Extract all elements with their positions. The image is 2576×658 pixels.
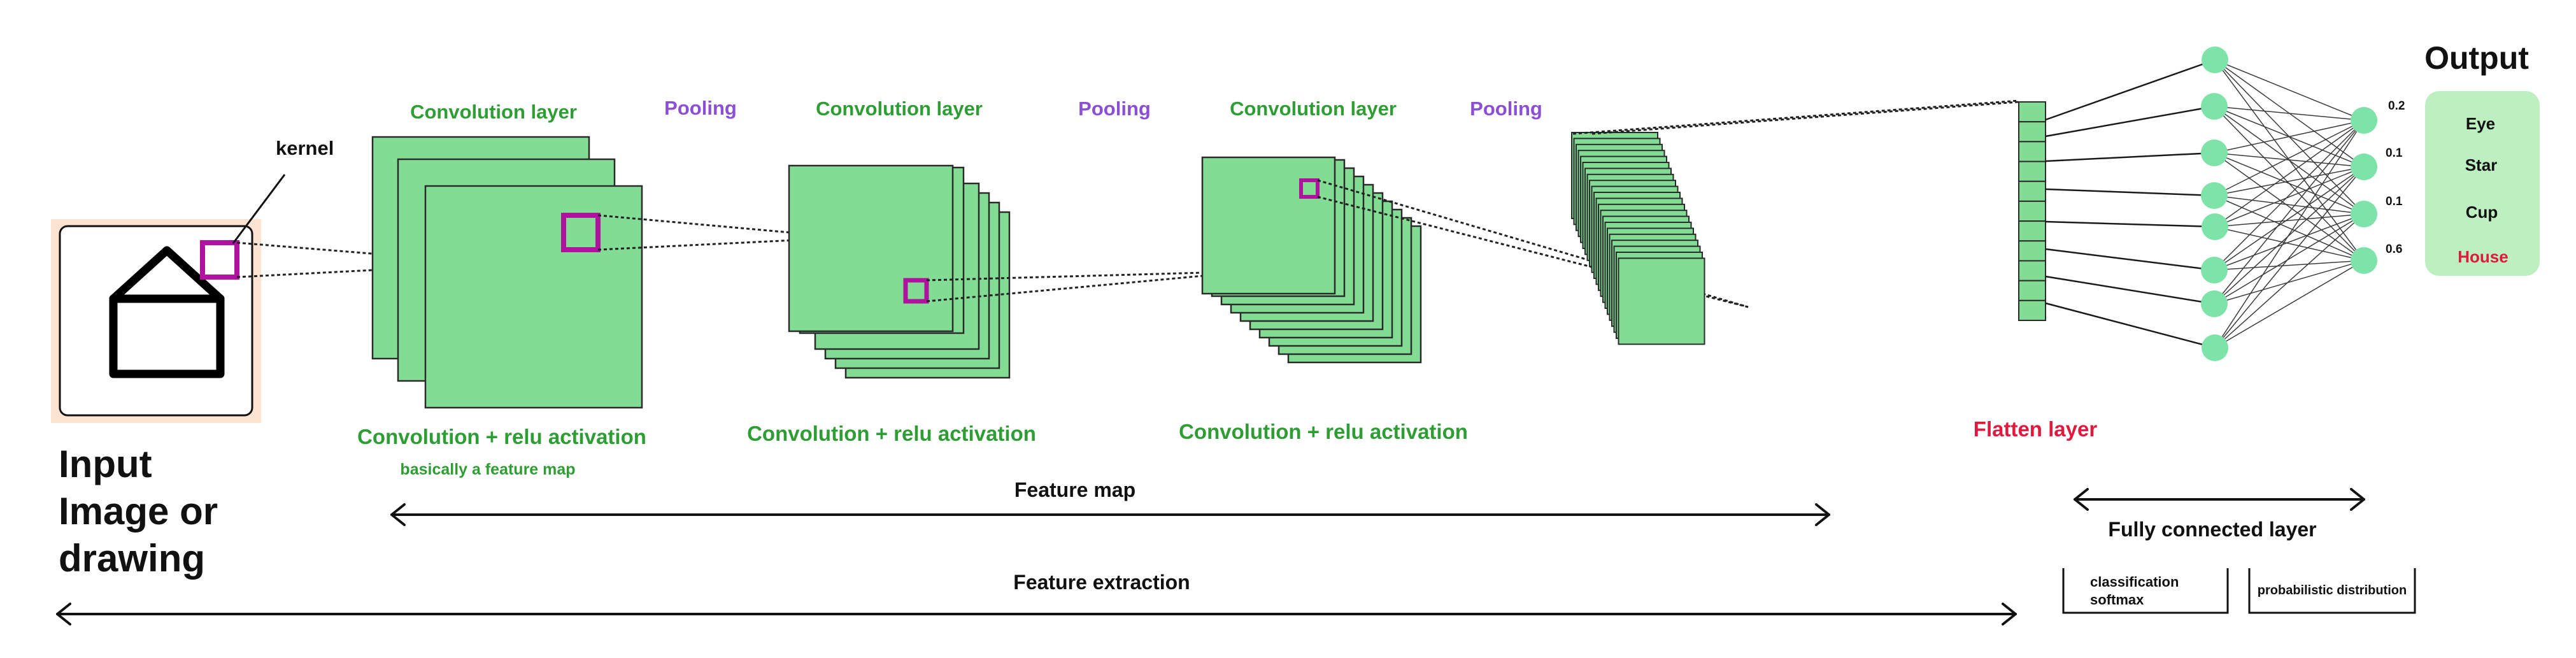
- fully-connected-label: Fully connected layer: [2108, 518, 2316, 541]
- conv1-note: basically a feature map: [400, 461, 575, 478]
- feature-extraction-label: Feature extraction: [1013, 571, 1190, 594]
- pooled-feature-map: [1618, 257, 1705, 345]
- flatten-cell: [2018, 240, 2046, 262]
- pooling-1: Pooling: [664, 97, 737, 119]
- output-neuron: [2351, 201, 2377, 227]
- input-kernel-box: [200, 240, 239, 280]
- fc-nodes: [2201, 46, 2377, 361]
- probabilistic-bracket: [2248, 568, 2416, 614]
- hidden-neuron: [2201, 93, 2228, 120]
- conv2-activation: Convolution + relu activation: [747, 422, 1036, 445]
- output-neuron: [2351, 107, 2377, 134]
- probability-0: 0.2: [2388, 99, 2405, 113]
- house-drawing: [109, 246, 225, 378]
- flatten-cell: [2018, 101, 2046, 123]
- input-title-line-3: drawing: [59, 537, 205, 580]
- feature-extraction-arrow: [56, 603, 2017, 626]
- hidden-neuron: [2201, 139, 2228, 166]
- classification-line-1: classification: [2090, 574, 2179, 590]
- flatten-cell: [2018, 121, 2046, 143]
- conv2-title: Convolution layer: [816, 97, 983, 120]
- conv-layer-1: [371, 136, 643, 409]
- probability-1: 0.1: [2386, 147, 2403, 160]
- feature-map: [1201, 156, 1336, 295]
- kernel-box: [561, 213, 601, 252]
- kernel-box: [1299, 178, 1320, 199]
- input-title-line-2: Image or: [59, 490, 218, 533]
- flatten-cell: [2018, 200, 2046, 222]
- pooled-feature-stack: [1571, 132, 1705, 345]
- output-class-cup: Cup: [2466, 203, 2498, 222]
- projection-lines-5: [1572, 99, 2019, 135]
- hidden-neuron: [2201, 290, 2228, 317]
- flatten-cell: [2018, 141, 2046, 162]
- classification-bracket: [2062, 568, 2229, 614]
- flatten-cell: [2018, 161, 2046, 182]
- hidden-neuron: [2202, 213, 2228, 240]
- hidden-neuron: [2202, 46, 2228, 73]
- feature-map: [788, 164, 954, 333]
- flatten-cell: [2018, 260, 2046, 282]
- conv3-activation: Convolution + relu activation: [1179, 420, 1468, 443]
- output-class-star: Star: [2465, 155, 2498, 175]
- fc-connections: [2045, 59, 2365, 349]
- pooling-2: Pooling: [1078, 97, 1151, 120]
- kernel-box: [903, 278, 929, 304]
- conv-layer-3: [1201, 156, 1422, 364]
- kernel-pointer-line: [232, 174, 286, 244]
- flatten-cell: [2018, 220, 2046, 242]
- output-class-eye: Eye: [2466, 114, 2495, 133]
- conv-layer-2: [788, 164, 1011, 379]
- pooling-3: Pooling: [1470, 97, 1542, 120]
- flatten-cell: [2018, 280, 2046, 301]
- kernel-label: kernel: [276, 137, 334, 159]
- output-title: Output: [2424, 40, 2529, 76]
- input-title-line-1: Input: [59, 443, 152, 485]
- flatten-label: Flatten layer: [1974, 417, 2098, 441]
- hidden-neuron: [2201, 182, 2228, 209]
- conv1-activation: Convolution + relu activation: [357, 425, 646, 448]
- fully-connected-arrow: [2074, 488, 2365, 511]
- flatten-vector: [2018, 101, 2046, 321]
- output-neuron: [2351, 154, 2377, 180]
- feature-map: [424, 185, 643, 409]
- output-neuron: [2351, 247, 2377, 274]
- classification-line-2: softmax: [2090, 592, 2144, 608]
- probability-2: 0.1: [2386, 195, 2403, 208]
- probability-3: 0.6: [2386, 243, 2402, 256]
- flatten-cell: [2018, 299, 2046, 321]
- conv1-title: Convolution layer: [410, 101, 577, 123]
- hidden-neuron: [2201, 257, 2228, 283]
- feature-map-arrow: [390, 503, 1830, 526]
- probabilistic-label: probabilistic distribution: [2258, 583, 2407, 597]
- projection-lines-3: [926, 270, 1252, 303]
- flatten-cell: [2018, 180, 2046, 202]
- feature-map-label: Feature map: [1014, 478, 1135, 501]
- conv3-title: Convolution layer: [1230, 97, 1397, 120]
- output-class-house: House: [2458, 247, 2508, 266]
- input-image: [51, 174, 286, 423]
- output-panel: [2425, 91, 2540, 276]
- hidden-neuron: [2202, 334, 2228, 361]
